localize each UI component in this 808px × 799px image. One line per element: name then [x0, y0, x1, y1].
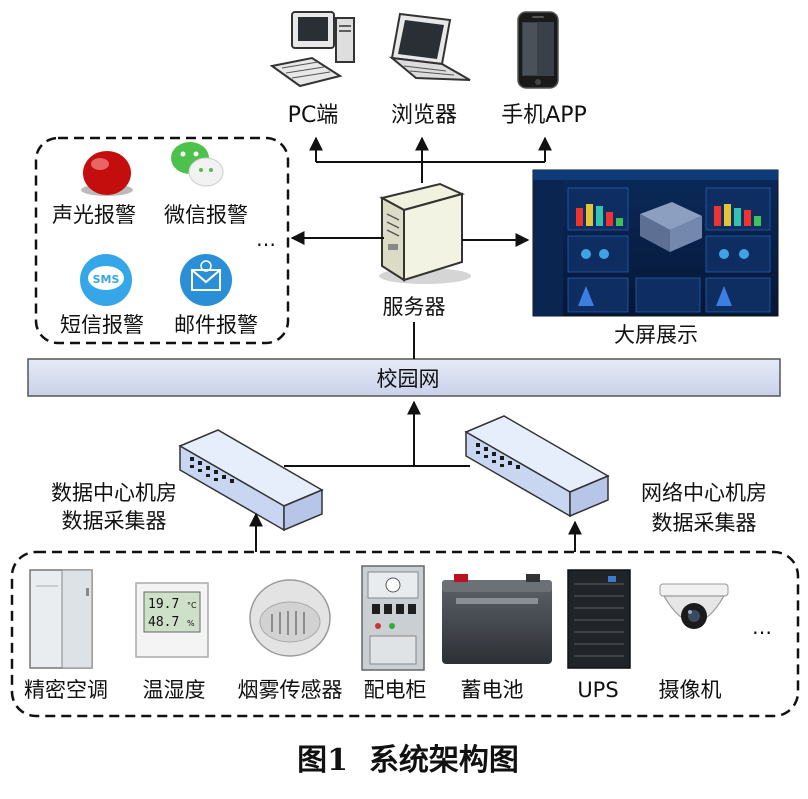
power-cabinet-label: 配电柜	[364, 678, 427, 702]
left-switch-icon	[178, 429, 324, 532]
ups-label: UPS	[577, 678, 618, 702]
server-label: 服务器	[383, 295, 446, 319]
temp-humidity-label: 温湿度	[143, 678, 206, 702]
server-client-connectors	[309, 136, 552, 183]
battery-icon	[442, 574, 552, 664]
alarm-ellipsis: …	[256, 227, 276, 251]
server-icon	[379, 182, 471, 284]
sms-icon: SMS	[80, 254, 132, 306]
figure-caption: 图1 系统架构图	[297, 743, 519, 778]
campus-network-bar	[27, 358, 781, 397]
temp-unit: °C	[187, 601, 197, 610]
pc-icon	[269, 11, 355, 88]
camera-label: 摄像机	[659, 678, 722, 702]
email-icon	[180, 254, 232, 306]
laptop-icon	[388, 12, 471, 81]
precision-ac-label: 精密空调	[24, 678, 108, 702]
alarm-group-box	[34, 136, 290, 345]
big-screen-dashboard-thumbnail	[532, 169, 779, 317]
power-cabinet-icon	[361, 565, 425, 671]
wechat-alarm-label: 微信报警	[164, 203, 248, 227]
sound-light-alarm-label: 声光报警	[52, 203, 136, 227]
left-collector-label-line2: 数据采集器	[62, 509, 167, 533]
browser-label: 浏览器	[391, 103, 457, 128]
precision-ac-icon	[29, 569, 93, 669]
alarm-light-icon	[81, 151, 133, 196]
humidity-reading: 48.7	[148, 615, 179, 630]
campus-network-label: 校园网	[377, 367, 440, 391]
temp-reading: 19.7	[148, 597, 179, 612]
mobile-app-label: 手机APP	[501, 103, 587, 128]
smoke-detector-icon	[249, 579, 331, 657]
ups-icon	[567, 569, 631, 669]
switch-network-connectors	[249, 400, 582, 552]
email-alarm-label: 邮件报警	[174, 313, 258, 337]
smoke-sensor-label: 烟雾传感器	[238, 678, 343, 702]
big-screen-label: 大屏展示	[614, 323, 698, 347]
phone-icon	[517, 11, 559, 89]
pc-label: PC端	[288, 103, 339, 128]
devices-group-box	[10, 550, 800, 718]
sms-icon-text: SMS	[93, 273, 120, 286]
camera-icon	[659, 583, 729, 629]
devices-ellipsis: …	[752, 615, 772, 639]
right-collector-label-line1: 网络中心机房	[641, 481, 767, 505]
sms-alarm-label: 短信报警	[60, 313, 144, 337]
battery-label: 蓄电池	[461, 678, 524, 702]
thermo-hygrometer-icon: 19.7 °C 48.7 %	[135, 582, 209, 658]
left-collector-label-line1: 数据中心机房	[51, 481, 177, 505]
wechat-icon	[171, 142, 224, 187]
right-switch-icon	[464, 415, 610, 518]
humidity-unit: %	[187, 619, 195, 628]
right-collector-label-line2: 数据采集器	[652, 511, 757, 535]
